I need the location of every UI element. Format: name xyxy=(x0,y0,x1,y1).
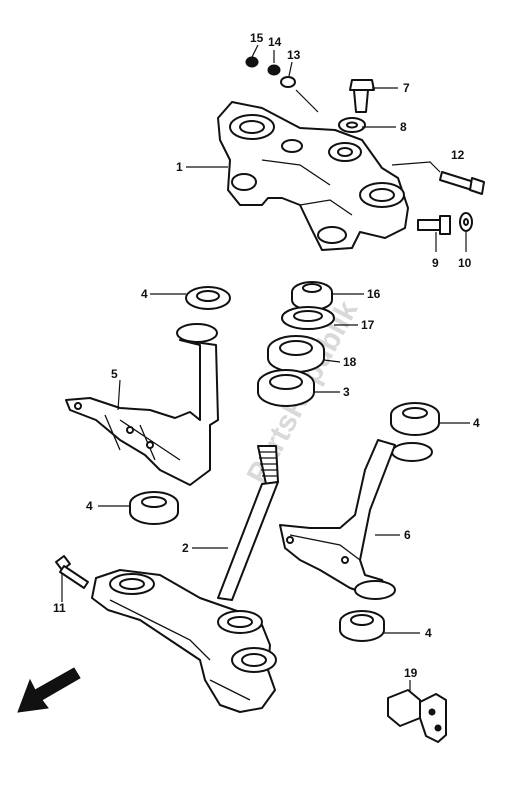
callout-4-upper-right: 4 xyxy=(473,416,480,430)
callout-2: 2 xyxy=(182,541,189,555)
callout-12: 12 xyxy=(451,148,465,162)
leader-lines xyxy=(61,44,470,692)
callout-6: 6 xyxy=(404,528,411,542)
callout-17: 17 xyxy=(361,318,375,332)
callout-11: 11 xyxy=(53,601,66,615)
bolt-9-part xyxy=(417,215,451,235)
rubber-4-upper-left-part xyxy=(185,286,231,310)
callout-4-lower-right: 4 xyxy=(425,626,432,640)
upper-bracket-part xyxy=(217,101,409,251)
washer-13-part xyxy=(280,76,296,88)
bolt-7-part xyxy=(349,79,375,113)
bolt-11-part xyxy=(55,555,89,589)
bearing-18-part xyxy=(267,335,325,373)
nut-14-part xyxy=(267,64,281,76)
steering-stem-2-part xyxy=(91,445,279,713)
callout-15: 15 xyxy=(250,31,264,45)
dust-seal-17-part xyxy=(281,306,335,330)
callout-4-upper-left: 4 xyxy=(141,287,148,301)
callout-4-lower-left: 4 xyxy=(86,499,93,513)
steering-nut-16-part xyxy=(291,281,333,311)
rubber-4-lower-left-part xyxy=(129,491,179,525)
bearing-3-part xyxy=(257,369,315,407)
callout-1: 1 xyxy=(176,160,183,174)
callout-18: 18 xyxy=(343,355,357,369)
callout-19: 19 xyxy=(404,666,418,680)
headlight-bracket-5-part xyxy=(65,323,219,486)
bolt-12-part xyxy=(439,171,485,195)
rubber-4-lower-right-part xyxy=(339,610,385,642)
front-direction-arrow xyxy=(17,667,81,713)
callout-3: 3 xyxy=(343,385,350,399)
callout-8: 8 xyxy=(400,120,407,134)
callout-10: 10 xyxy=(458,256,472,270)
steering-lock-19-part xyxy=(387,689,447,743)
callout-5: 5 xyxy=(111,367,118,381)
cap-15-part xyxy=(245,56,259,68)
callout-14: 14 xyxy=(268,35,282,49)
callout-16: 16 xyxy=(367,287,381,301)
callout-13: 13 xyxy=(287,48,301,62)
callout-9: 9 xyxy=(432,256,439,270)
headlight-bracket-6-part xyxy=(279,439,433,600)
rubber-4-upper-right-part xyxy=(390,402,440,436)
callout-labels: 15 14 13 7 8 1 12 9 10 4 16 17 18 5 3 4 … xyxy=(53,31,480,680)
callout-7: 7 xyxy=(403,81,410,95)
